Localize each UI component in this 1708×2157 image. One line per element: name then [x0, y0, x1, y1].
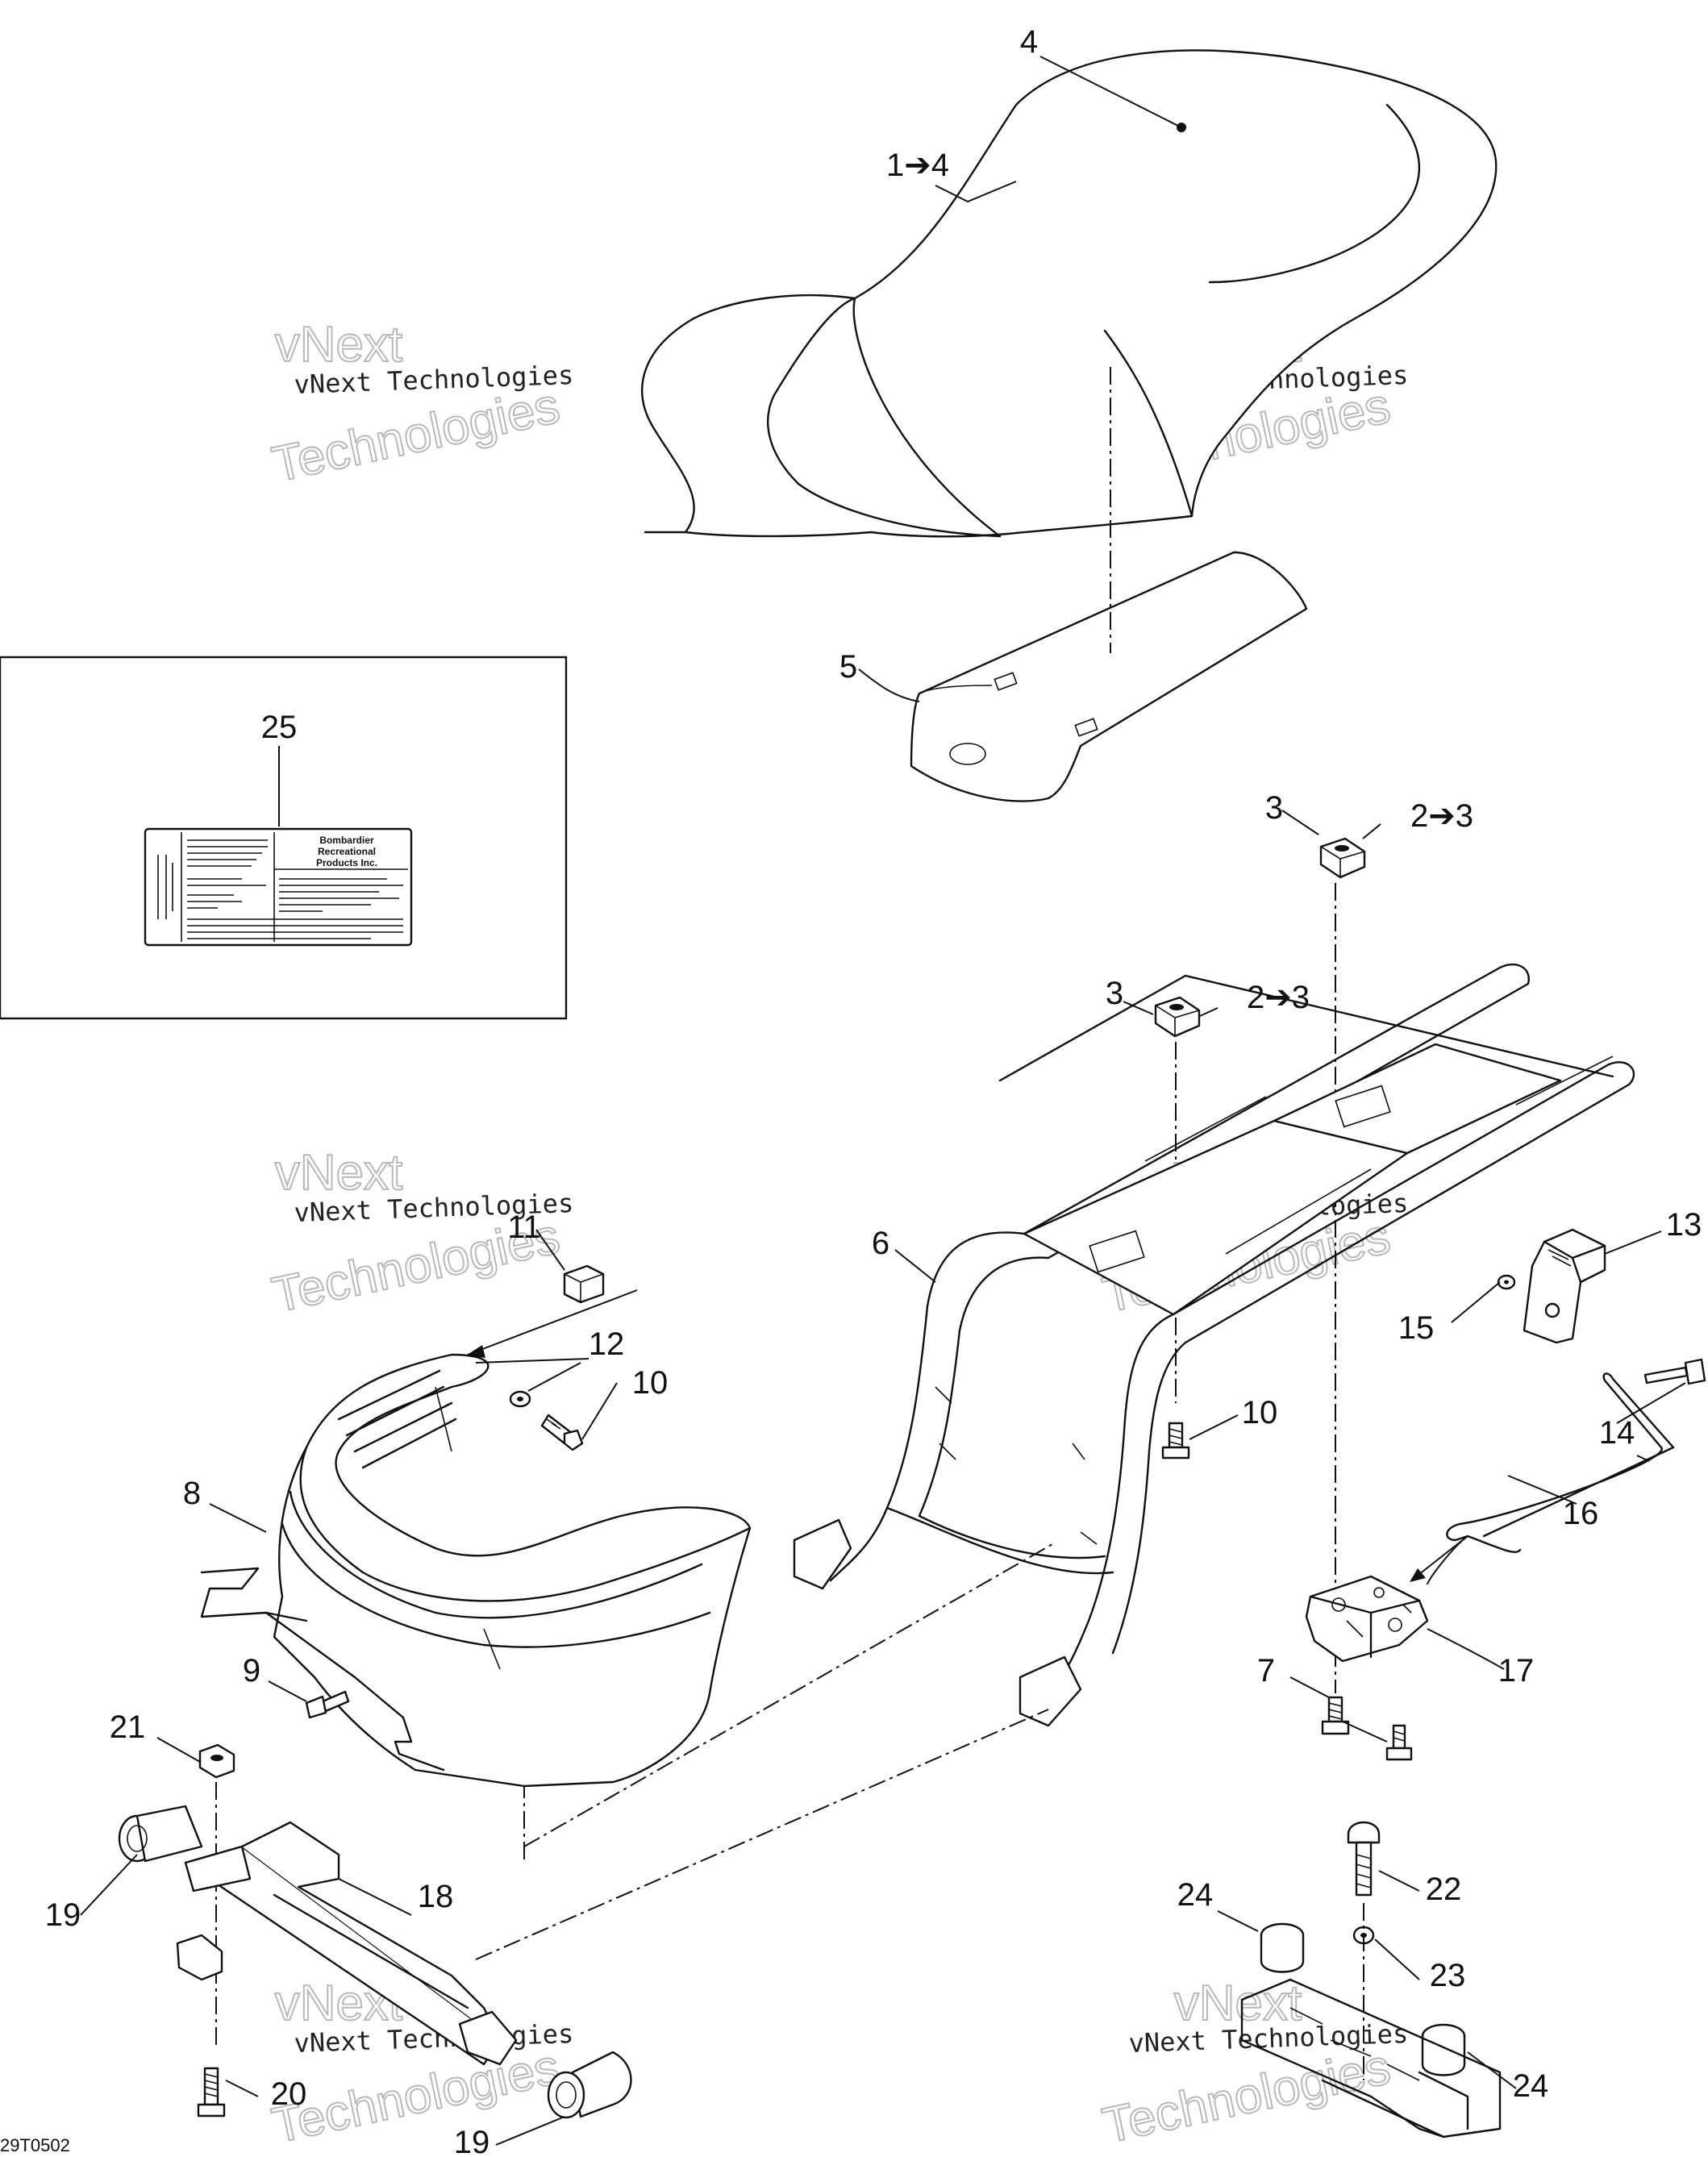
- callout-16: 16: [1563, 1496, 1599, 1531]
- nut-part-11: [563, 1264, 605, 1304]
- bolt-part-10-left: [540, 1414, 584, 1451]
- screw-part-7-right: [1385, 1724, 1413, 1761]
- watermark-vnext: vNext: [275, 317, 402, 373]
- screw-part-9: [305, 1690, 350, 1719]
- decal-brand-line1: Bombardier: [319, 835, 374, 846]
- callout-24-right: 24: [1513, 2068, 1549, 2104]
- watermark-top-left: vNext vNext Technologies Technologies: [267, 316, 574, 493]
- callout-19-left: 19: [45, 1897, 81, 1933]
- decal-part-25: [144, 827, 413, 947]
- callout-11: 11: [507, 1210, 541, 1245]
- decal-brand-line2: Recreational: [318, 846, 376, 857]
- callout-2-3-lower: 2➔3: [1247, 980, 1310, 1015]
- decal-brand-line3: Products Inc.: [316, 857, 377, 868]
- callout-9: 9: [243, 1653, 260, 1689]
- callout-numbers: 4 1➔4 5 3 2➔3 3 2➔3 25 6 11 12 10 10 8 9…: [45, 24, 1702, 2157]
- watermark-vnext: vNext: [275, 1145, 402, 1201]
- alignment-line: [475, 1709, 1049, 1960]
- callout-3-lower: 3: [1106, 976, 1123, 1011]
- diagram-code: 29T0502: [0, 2135, 70, 2155]
- callout-3-upper: 3: [1265, 790, 1283, 826]
- arrows: [466, 1289, 1468, 1582]
- screw-part-7-left: [1321, 1696, 1350, 1735]
- bushing-part-19-right: [547, 2051, 632, 2119]
- callout-8: 8: [183, 1476, 201, 1511]
- nut-part-21: [198, 1743, 235, 1779]
- callout-7: 7: [1257, 1653, 1275, 1689]
- bolt-part-22: [1347, 1821, 1381, 1897]
- callout-2-3-upper: 2➔3: [1410, 798, 1473, 834]
- callout-10-left: 10: [632, 1365, 669, 1401]
- bumper-part-24-right: [1421, 2023, 1466, 2076]
- callout-17: 17: [1498, 1653, 1535, 1689]
- seat-part-4: [641, 49, 1498, 538]
- callout-23: 23: [1430, 1958, 1466, 1993]
- hinge-part-13: [1523, 1228, 1606, 1344]
- seat-base-part-5: [910, 551, 1308, 802]
- bracket-bottom-right: [1240, 1978, 1502, 2138]
- callout-12: 12: [589, 1326, 625, 1362]
- callout-24-left: 24: [1177, 1877, 1214, 1913]
- nut-part-3-upper: [1319, 837, 1366, 879]
- callout-5: 5: [839, 649, 857, 685]
- callout-21: 21: [110, 1709, 146, 1745]
- decal-text-lines: [157, 839, 403, 939]
- screw-part-20: [197, 2067, 226, 2117]
- alignment-line: [523, 1543, 1053, 1847]
- callout-15: 15: [1398, 1310, 1435, 1346]
- crossmember-part-18: [176, 1821, 518, 2066]
- callout-20: 20: [271, 2076, 307, 2112]
- callout-19-right: 19: [454, 2125, 490, 2157]
- callout-6: 6: [872, 1226, 889, 1261]
- callout-25: 25: [261, 710, 298, 745]
- washer-part-15: [1497, 1274, 1516, 1290]
- bumper-part-24-left: [1260, 1922, 1305, 1973]
- leader-lines: [80, 56, 1686, 2146]
- callout-22: 22: [1426, 1872, 1462, 1907]
- watermark-bottom-right: vNext vNext Technologies Technologies: [1098, 1975, 1409, 2155]
- callout-4-top: 4: [1020, 24, 1038, 60]
- bushing-part-19-left: [118, 1805, 203, 1863]
- callout-18: 18: [418, 1879, 454, 1914]
- nut-part-3-lower: [1154, 996, 1201, 1038]
- decal-inset-box: Bombardier Recreational Products Inc.: [0, 656, 568, 1020]
- callout-14: 14: [1599, 1415, 1635, 1451]
- bumper-part-17: [1305, 1575, 1429, 1663]
- callout-13: 13: [1666, 1207, 1702, 1243]
- frame-part-6: [793, 963, 1635, 1727]
- callout-1-4: 1➔4: [886, 148, 949, 183]
- rod-part-16: [1446, 1372, 1675, 1554]
- callout-10-center: 10: [1242, 1395, 1278, 1430]
- rear-fender-part-8: [200, 1353, 752, 1788]
- washer-part-12: [509, 1390, 531, 1408]
- bolt-part-10-center: [1161, 1422, 1190, 1460]
- bolt-part-14: [1643, 1358, 1706, 1385]
